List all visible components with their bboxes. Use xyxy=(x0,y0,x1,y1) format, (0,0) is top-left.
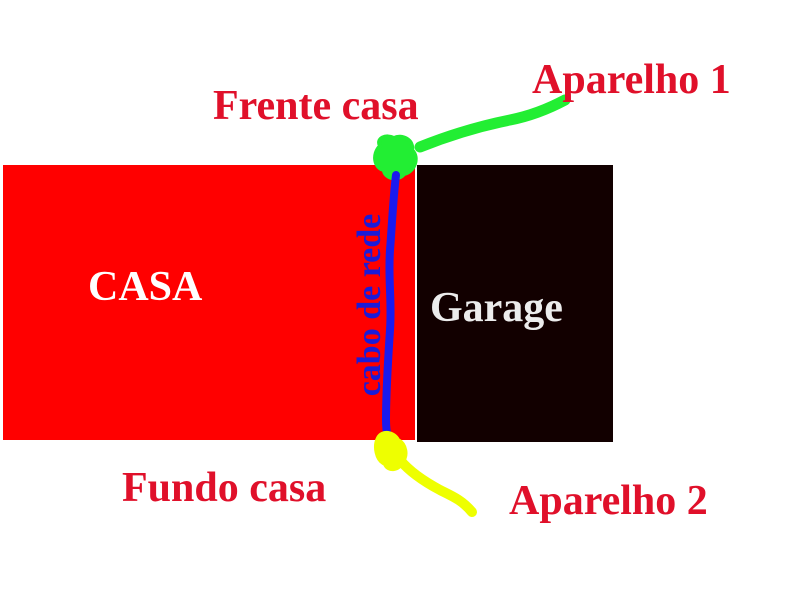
device-2-label: Aparelho 2 xyxy=(509,478,708,524)
back-wireless-link xyxy=(395,455,477,517)
network-cable xyxy=(382,171,400,442)
back-of-house-label: Fundo casa xyxy=(122,465,327,511)
garage-label: Garage xyxy=(430,285,563,331)
casa-block xyxy=(3,165,415,440)
front-of-house-label: Frente casa xyxy=(213,83,419,129)
front-connection-point xyxy=(373,134,418,181)
casa-label: CASA xyxy=(88,264,203,310)
network-cable-label: cabo de rede xyxy=(351,213,388,397)
garage-block xyxy=(417,165,613,442)
device-1-label: Aparelho 1 xyxy=(532,57,731,103)
front-wireless-link xyxy=(414,94,571,153)
